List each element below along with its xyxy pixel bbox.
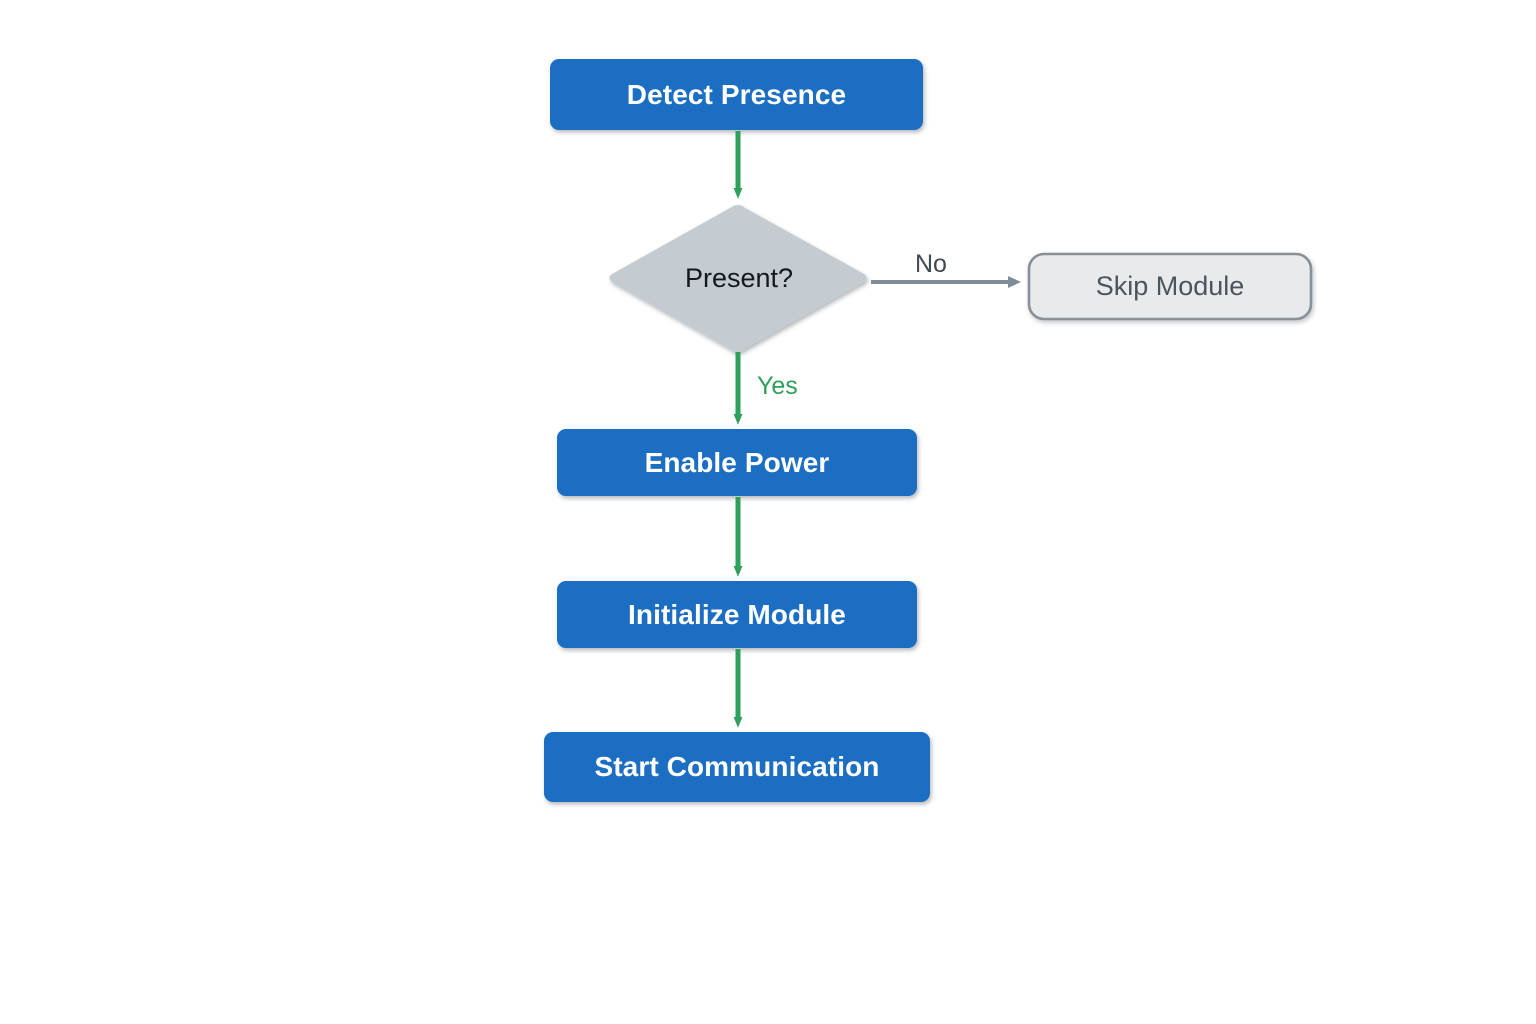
node-detect-presence[interactable] — [550, 59, 923, 130]
node-start-communication[interactable] — [544, 732, 930, 802]
edge-label-no: No — [915, 250, 947, 278]
node-enable-power[interactable] — [557, 429, 917, 496]
edge-label-yes: Yes — [757, 372, 798, 400]
node-skip-module[interactable] — [1027, 252, 1313, 321]
node-initialize-module[interactable] — [557, 581, 917, 648]
node-present-decision[interactable] — [609, 205, 867, 352]
